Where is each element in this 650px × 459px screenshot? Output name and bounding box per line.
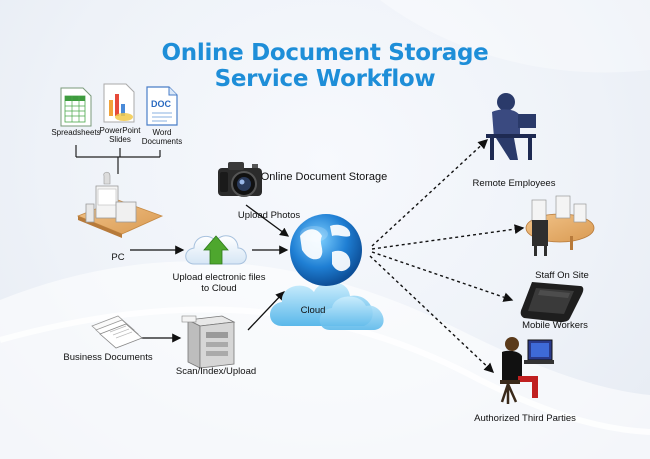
upload-files-label-line-2: to Cloud [201, 283, 237, 294]
remote-employee-icon [486, 93, 536, 160]
mobile-phone-icon [520, 282, 584, 322]
pc-label: PC [111, 252, 125, 263]
third-party-icon [500, 337, 554, 404]
spreadsheet-icon [60, 87, 92, 127]
upload-files-label-line-1: Upload electronic files [172, 272, 266, 283]
online-storage-label: Online Document Storage [260, 171, 388, 183]
storage-cloud-icon [270, 281, 384, 330]
arrow-to-staff-on-site [371, 224, 525, 250]
powerpoint-label-line-2: Slides [109, 135, 131, 144]
cloud-label: Cloud [300, 305, 326, 316]
powerpoint-icon [103, 83, 135, 123]
word-label-line-2: Documents [141, 137, 183, 146]
doc-icon-text: DOC [151, 99, 172, 109]
staff-on-site-label: Staff On Site [535, 270, 589, 281]
word-document-icon: DOC [146, 86, 178, 126]
business-documents-icon [91, 315, 143, 349]
arrow-to-third-parties [369, 255, 495, 373]
dotted-arrows [369, 139, 525, 373]
arrow-scanner-to-cloud [247, 291, 285, 331]
arrow-to-mobile-workers [371, 251, 514, 302]
globe-icon [290, 214, 362, 286]
document-connectors [75, 145, 161, 174]
business-documents-label: Business Documents [63, 352, 153, 363]
arrow-camera-to-cloud [245, 204, 290, 237]
spreadsheets-label: Spreadsheets [51, 128, 101, 137]
mobile-workers-label: Mobile Workers [522, 320, 588, 331]
staff-on-site-icon [525, 195, 595, 256]
authorized-third-parties-label: Authorized Third Parties [474, 413, 576, 424]
scan-index-upload-label: Scan/Index/Upload [175, 366, 257, 377]
upload-cloud-icon [185, 235, 247, 265]
scanner-icon [181, 315, 236, 369]
upload-photos-label: Upload Photos [237, 210, 301, 221]
pc-workstation-icon [76, 171, 164, 238]
arrow-to-remote-employees [371, 139, 489, 247]
page-title-line-1: Online Document Storage [161, 40, 489, 66]
remote-employees-label: Remote Employees [472, 178, 556, 189]
word-label-line-1: Word [152, 128, 172, 137]
powerpoint-label-line-1: PowerPoint [99, 126, 141, 135]
camera-icon [218, 162, 262, 197]
page-title-line-2: Service Workflow [214, 66, 436, 92]
